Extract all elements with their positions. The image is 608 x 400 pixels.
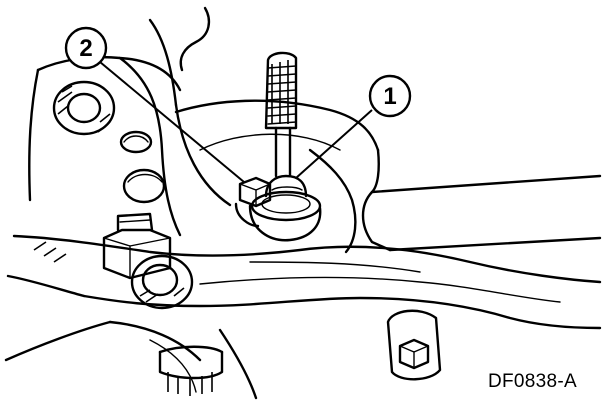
bracket-bolt — [386, 309, 442, 381]
callout-2: 2 — [64, 26, 245, 183]
control-arm — [4, 234, 602, 400]
figure-code: DF0838-A — [488, 371, 577, 392]
pinch-bolt — [234, 176, 272, 228]
frame-structure — [28, 6, 602, 254]
ball-joint — [248, 51, 322, 242]
arm-pivot-bushing — [130, 254, 194, 310]
callout-2-number: 2 — [79, 35, 92, 62]
callout-1-leader — [295, 109, 373, 179]
callout-2-circle — [64, 26, 108, 70]
lower-bolt — [158, 345, 224, 396]
callout-1: 1 — [295, 74, 412, 179]
callout-1-number: 1 — [383, 83, 396, 110]
callout-2-leader — [99, 61, 245, 183]
frame-holes — [119, 130, 166, 204]
adjust-nut — [102, 212, 172, 280]
callout-1-circle — [368, 74, 412, 118]
upper-bushing — [52, 80, 116, 136]
